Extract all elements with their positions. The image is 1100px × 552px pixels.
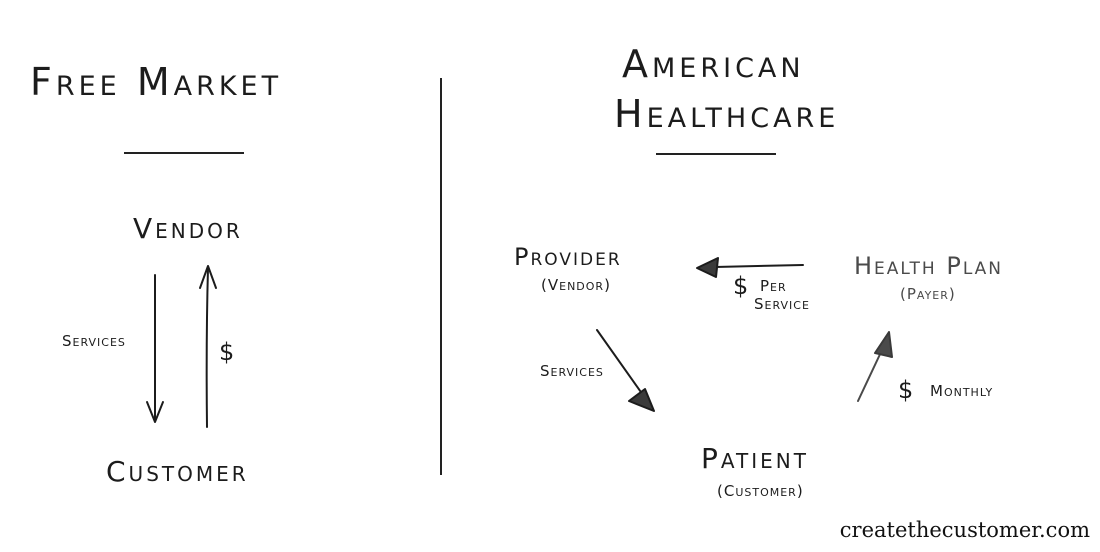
per-service-label-line2: Service <box>754 295 810 313</box>
services-edge-label: Services <box>62 332 126 350</box>
per-service-arrow <box>696 257 804 278</box>
site-credit: createthecustomer.com <box>839 518 1090 542</box>
services-to-patient-arrow <box>596 329 655 412</box>
money-arrow <box>199 265 217 428</box>
customer-node: Customer <box>106 455 249 488</box>
patient-node: Patient <box>701 442 809 475</box>
free-market-underline <box>124 152 244 154</box>
per-service-dollar: $ <box>733 272 749 300</box>
monthly-label: Monthly <box>930 382 994 400</box>
money-edge-label: $ <box>219 338 235 366</box>
health-plan-subtitle: (Payer) <box>900 285 956 303</box>
american-healthcare-title-line2: Healthcare <box>614 92 840 136</box>
panel-divider <box>440 78 442 475</box>
services-to-patient-label: Services <box>540 362 604 380</box>
per-service-label-line1: Per <box>760 277 787 295</box>
american-healthcare-title-line1: American <box>622 42 805 86</box>
vendor-node: Vendor <box>133 212 243 245</box>
health-plan-node: Health Plan <box>854 252 1004 280</box>
provider-subtitle: (Vendor) <box>541 276 611 294</box>
free-market-title: Free Market <box>30 60 283 104</box>
monthly-arrow <box>857 331 893 402</box>
patient-subtitle: (Customer) <box>717 482 804 500</box>
american-healthcare-underline <box>656 153 776 155</box>
provider-node: Provider <box>514 243 622 271</box>
services-arrow <box>146 274 164 423</box>
monthly-dollar: $ <box>898 376 914 404</box>
